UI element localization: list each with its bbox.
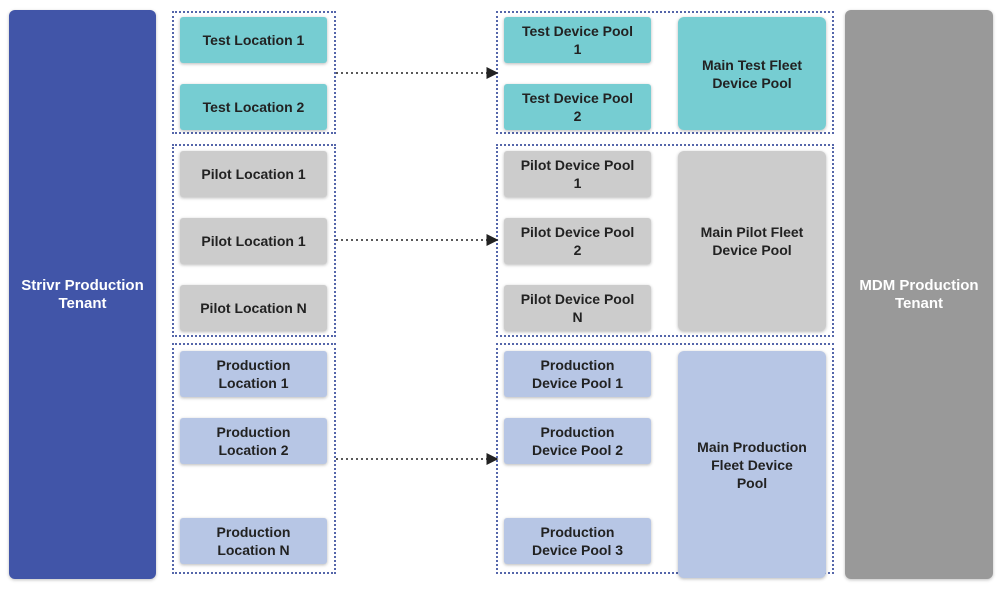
main-production-fleet-device-pool: Main Production Fleet Device Pool (678, 351, 826, 578)
production-device-pool-3: Production Device Pool 3 (504, 518, 651, 564)
pilot-device-pool-1: Pilot Device Pool 1 (504, 151, 651, 197)
test-location-2: Test Location 2 (180, 84, 327, 130)
test-location-1: Test Location 1 (180, 17, 327, 63)
test-device-pool-2: Test Device Pool 2 (504, 84, 651, 130)
production-location-2: Production Location 2 (180, 418, 327, 464)
production-locations-group (172, 343, 336, 574)
pilot-device-pool-2: Pilot Device Pool 2 (504, 218, 651, 264)
production-device-pool-1: Production Device Pool 1 (504, 351, 651, 397)
test-locations-group (172, 11, 336, 134)
pilot-location-1: Pilot Location 1 (180, 151, 327, 197)
pilot-location-n: Pilot Location N (180, 285, 327, 331)
main-test-fleet-device-pool: Main Test Fleet Device Pool (678, 17, 826, 130)
pilot-device-pool-n: Pilot Device Pool N (504, 285, 651, 331)
production-device-pool-2: Production Device Pool 2 (504, 418, 651, 464)
test-device-pool-1: Test Device Pool 1 (504, 17, 651, 63)
strivr-tenant: Strivr Production Tenant (9, 10, 156, 579)
mdm-tenant: MDM Production Tenant (845, 10, 993, 579)
pilot-locations-group (172, 144, 336, 337)
production-location-1: Production Location 1 (180, 351, 327, 397)
main-pilot-fleet-device-pool: Main Pilot Fleet Device Pool (678, 151, 826, 331)
production-location-n: Production Location N (180, 518, 327, 564)
pilot-location-2: Pilot Location 1 (180, 218, 327, 264)
